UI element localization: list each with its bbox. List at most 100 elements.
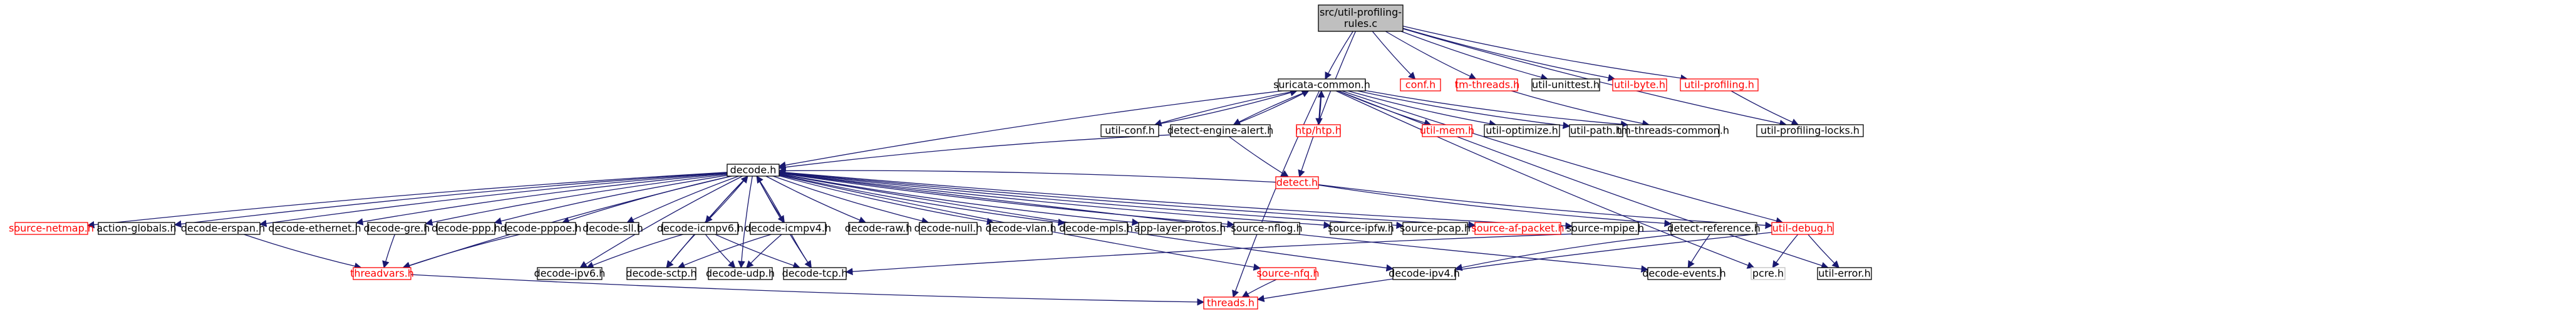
node-icmpv6[interactable]: decode-icmpv6.h xyxy=(657,222,743,235)
edge-udebug-to-uerr xyxy=(1808,234,1840,268)
node-box xyxy=(1402,222,1468,235)
edge-icmpv4-to-sctp xyxy=(677,234,772,269)
node-eth[interactable]: decode-ethernet.h xyxy=(268,222,361,235)
node-path[interactable]: util-path.h xyxy=(1569,124,1623,137)
node-mpipe[interactable]: source-mpipe.h xyxy=(1566,222,1644,235)
node-pppoe[interactable]: decode-pppoe.h xyxy=(500,222,582,235)
edge-pppoe-to-tv xyxy=(402,234,520,270)
edge-decode-to-nflog xyxy=(778,172,1235,228)
node-box xyxy=(537,267,603,280)
node-detect[interactable]: detect.h xyxy=(1275,176,1319,189)
node-decode[interactable]: decode.h xyxy=(727,164,780,177)
edge-detect-to-decode xyxy=(778,167,1276,183)
node-raw[interactable]: decode-raw.h xyxy=(845,222,913,235)
node-alp[interactable]: app-layer-protos.h xyxy=(1134,222,1226,235)
node-byte[interactable]: util-byte.h xyxy=(1612,78,1667,92)
node-root[interactable]: src/util-profiling-rules.c xyxy=(1318,4,1404,32)
node-udebug[interactable]: util-debug.h xyxy=(1771,222,1834,235)
node-ppp[interactable]: decode-ppp.h xyxy=(432,222,500,235)
node-box xyxy=(1170,124,1271,137)
edge-icmpv6-to-decode xyxy=(705,175,748,223)
node-events[interactable]: decode-events.h xyxy=(1642,267,1726,280)
node-erspan[interactable]: decode-erspan.h xyxy=(181,222,265,235)
node-vlan[interactable]: decode-vlan.h xyxy=(985,222,1057,235)
node-label: decode-tcp.h xyxy=(782,268,848,280)
node-tmc[interactable]: tm-threads-common.h xyxy=(1617,124,1729,137)
node-box xyxy=(1569,124,1623,137)
edge-decode-to-sll xyxy=(626,175,739,223)
node-ipv6[interactable]: decode-ipv6.h xyxy=(534,267,606,280)
node-sctp[interactable]: decode-sctp.h xyxy=(626,267,697,280)
node-label: util-unittest.h xyxy=(1532,79,1600,91)
node-locks[interactable]: util-profiling-locks.h xyxy=(1756,124,1864,137)
node-label: decode.h xyxy=(730,164,777,176)
node-label: decode-ethernet.h xyxy=(268,222,361,234)
edge-dref-to-events xyxy=(1687,234,1710,269)
node-gre[interactable]: decode-gre.h xyxy=(364,222,430,235)
node-box xyxy=(708,267,773,280)
edge-dea-to-sc xyxy=(1233,90,1310,125)
node-threads[interactable]: threads.h xyxy=(1203,296,1258,310)
node-mpls[interactable]: decode-mpls.h xyxy=(1059,222,1133,235)
edge-decode-to-vlan xyxy=(778,175,995,226)
node-uconf[interactable]: util-conf.h xyxy=(1100,124,1159,137)
node-box xyxy=(848,222,909,235)
node-box xyxy=(1422,124,1472,137)
node-box xyxy=(662,222,738,235)
node-sc[interactable]: suricata-common.h xyxy=(1273,78,1370,92)
node-tmthreads[interactable]: tm-threads.h xyxy=(1455,78,1520,92)
edge-erspan-to-tv xyxy=(244,234,362,270)
node-label: detect-engine-alert.h xyxy=(1167,125,1273,137)
node-ipfw[interactable]: source-ipfw.h xyxy=(1328,222,1394,235)
node-icmpv4[interactable]: decode-icmpv4.h xyxy=(745,222,831,235)
edge-decode-to-pcap xyxy=(778,172,1404,229)
node-label: decode-pppoe.h xyxy=(500,222,582,234)
node-sll[interactable]: decode-sll.h xyxy=(582,222,643,235)
node-label: decode-ipv6.h xyxy=(534,268,606,280)
node-unittest[interactable]: util-unittest.h xyxy=(1531,78,1600,92)
node-conf[interactable]: conf.h xyxy=(1400,78,1441,92)
node-null[interactable]: decode-null.h xyxy=(914,222,983,235)
node-mem[interactable]: util-mem.h xyxy=(1420,124,1474,137)
node-label: decode-null.h xyxy=(914,222,983,234)
node-tcp[interactable]: decode-tcp.h xyxy=(782,267,848,280)
node-box xyxy=(1456,78,1518,92)
edge-tmthreads-to-tmc xyxy=(1511,90,1650,127)
node-label: decode-sctp.h xyxy=(626,268,696,280)
node-profh[interactable]: util-profiling.h xyxy=(1680,78,1759,92)
edge-detect-to-dref xyxy=(1318,184,1672,228)
edge-decode-to-ppp xyxy=(494,175,728,225)
node-htp[interactable]: htp/htp.h xyxy=(1295,124,1342,137)
node-nflog[interactable]: source-nflog.h xyxy=(1231,222,1303,235)
node-afp[interactable]: source-af-packet.h xyxy=(1471,222,1565,235)
node-pcre[interactable]: pcre.h xyxy=(1751,267,1786,280)
node-box xyxy=(437,222,495,235)
node-label: tm-threads-common.h xyxy=(1617,125,1729,137)
node-box xyxy=(727,164,780,177)
node-label: tm-threads.h xyxy=(1455,79,1520,91)
node-box xyxy=(1400,78,1441,92)
node-label: util-profiling-locks.h xyxy=(1761,125,1860,137)
node-label: conf.h xyxy=(1405,79,1435,91)
node-label: util-path.h xyxy=(1570,125,1622,137)
node-nfq[interactable]: source-nfq.h xyxy=(1256,267,1320,280)
node-opt[interactable]: util-optimize.h xyxy=(1484,124,1560,137)
edge-root-to-tmthreads xyxy=(1385,31,1477,80)
node-ipv4[interactable]: decode-ipv4.h xyxy=(1389,267,1460,280)
node-uerr[interactable]: util-error.h xyxy=(1817,267,1872,280)
node-tv[interactable]: threadvars.h xyxy=(350,267,414,280)
node-label: action-globals.h xyxy=(96,222,176,234)
node-dref[interactable]: detect-reference.h xyxy=(1667,222,1761,235)
node-pcap[interactable]: source-pcap.h xyxy=(1400,222,1471,235)
node-netmap[interactable]: source-netmap.h xyxy=(9,222,94,235)
node-label: util-byte.h xyxy=(1614,79,1665,91)
node-udp[interactable]: decode-udp.h xyxy=(706,267,775,280)
node-box xyxy=(1627,124,1720,137)
node-label: source-mpipe.h xyxy=(1566,222,1644,234)
edge-decode-to-mpipe xyxy=(778,171,1573,230)
edge-icmpv4-to-decode xyxy=(756,175,785,223)
node-actg[interactable]: action-globals.h xyxy=(96,222,177,235)
edge-icmpv4-to-tcp xyxy=(791,234,812,268)
node-dea[interactable]: detect-engine-alert.h xyxy=(1167,124,1273,137)
node-label: decode-sll.h xyxy=(582,222,643,234)
